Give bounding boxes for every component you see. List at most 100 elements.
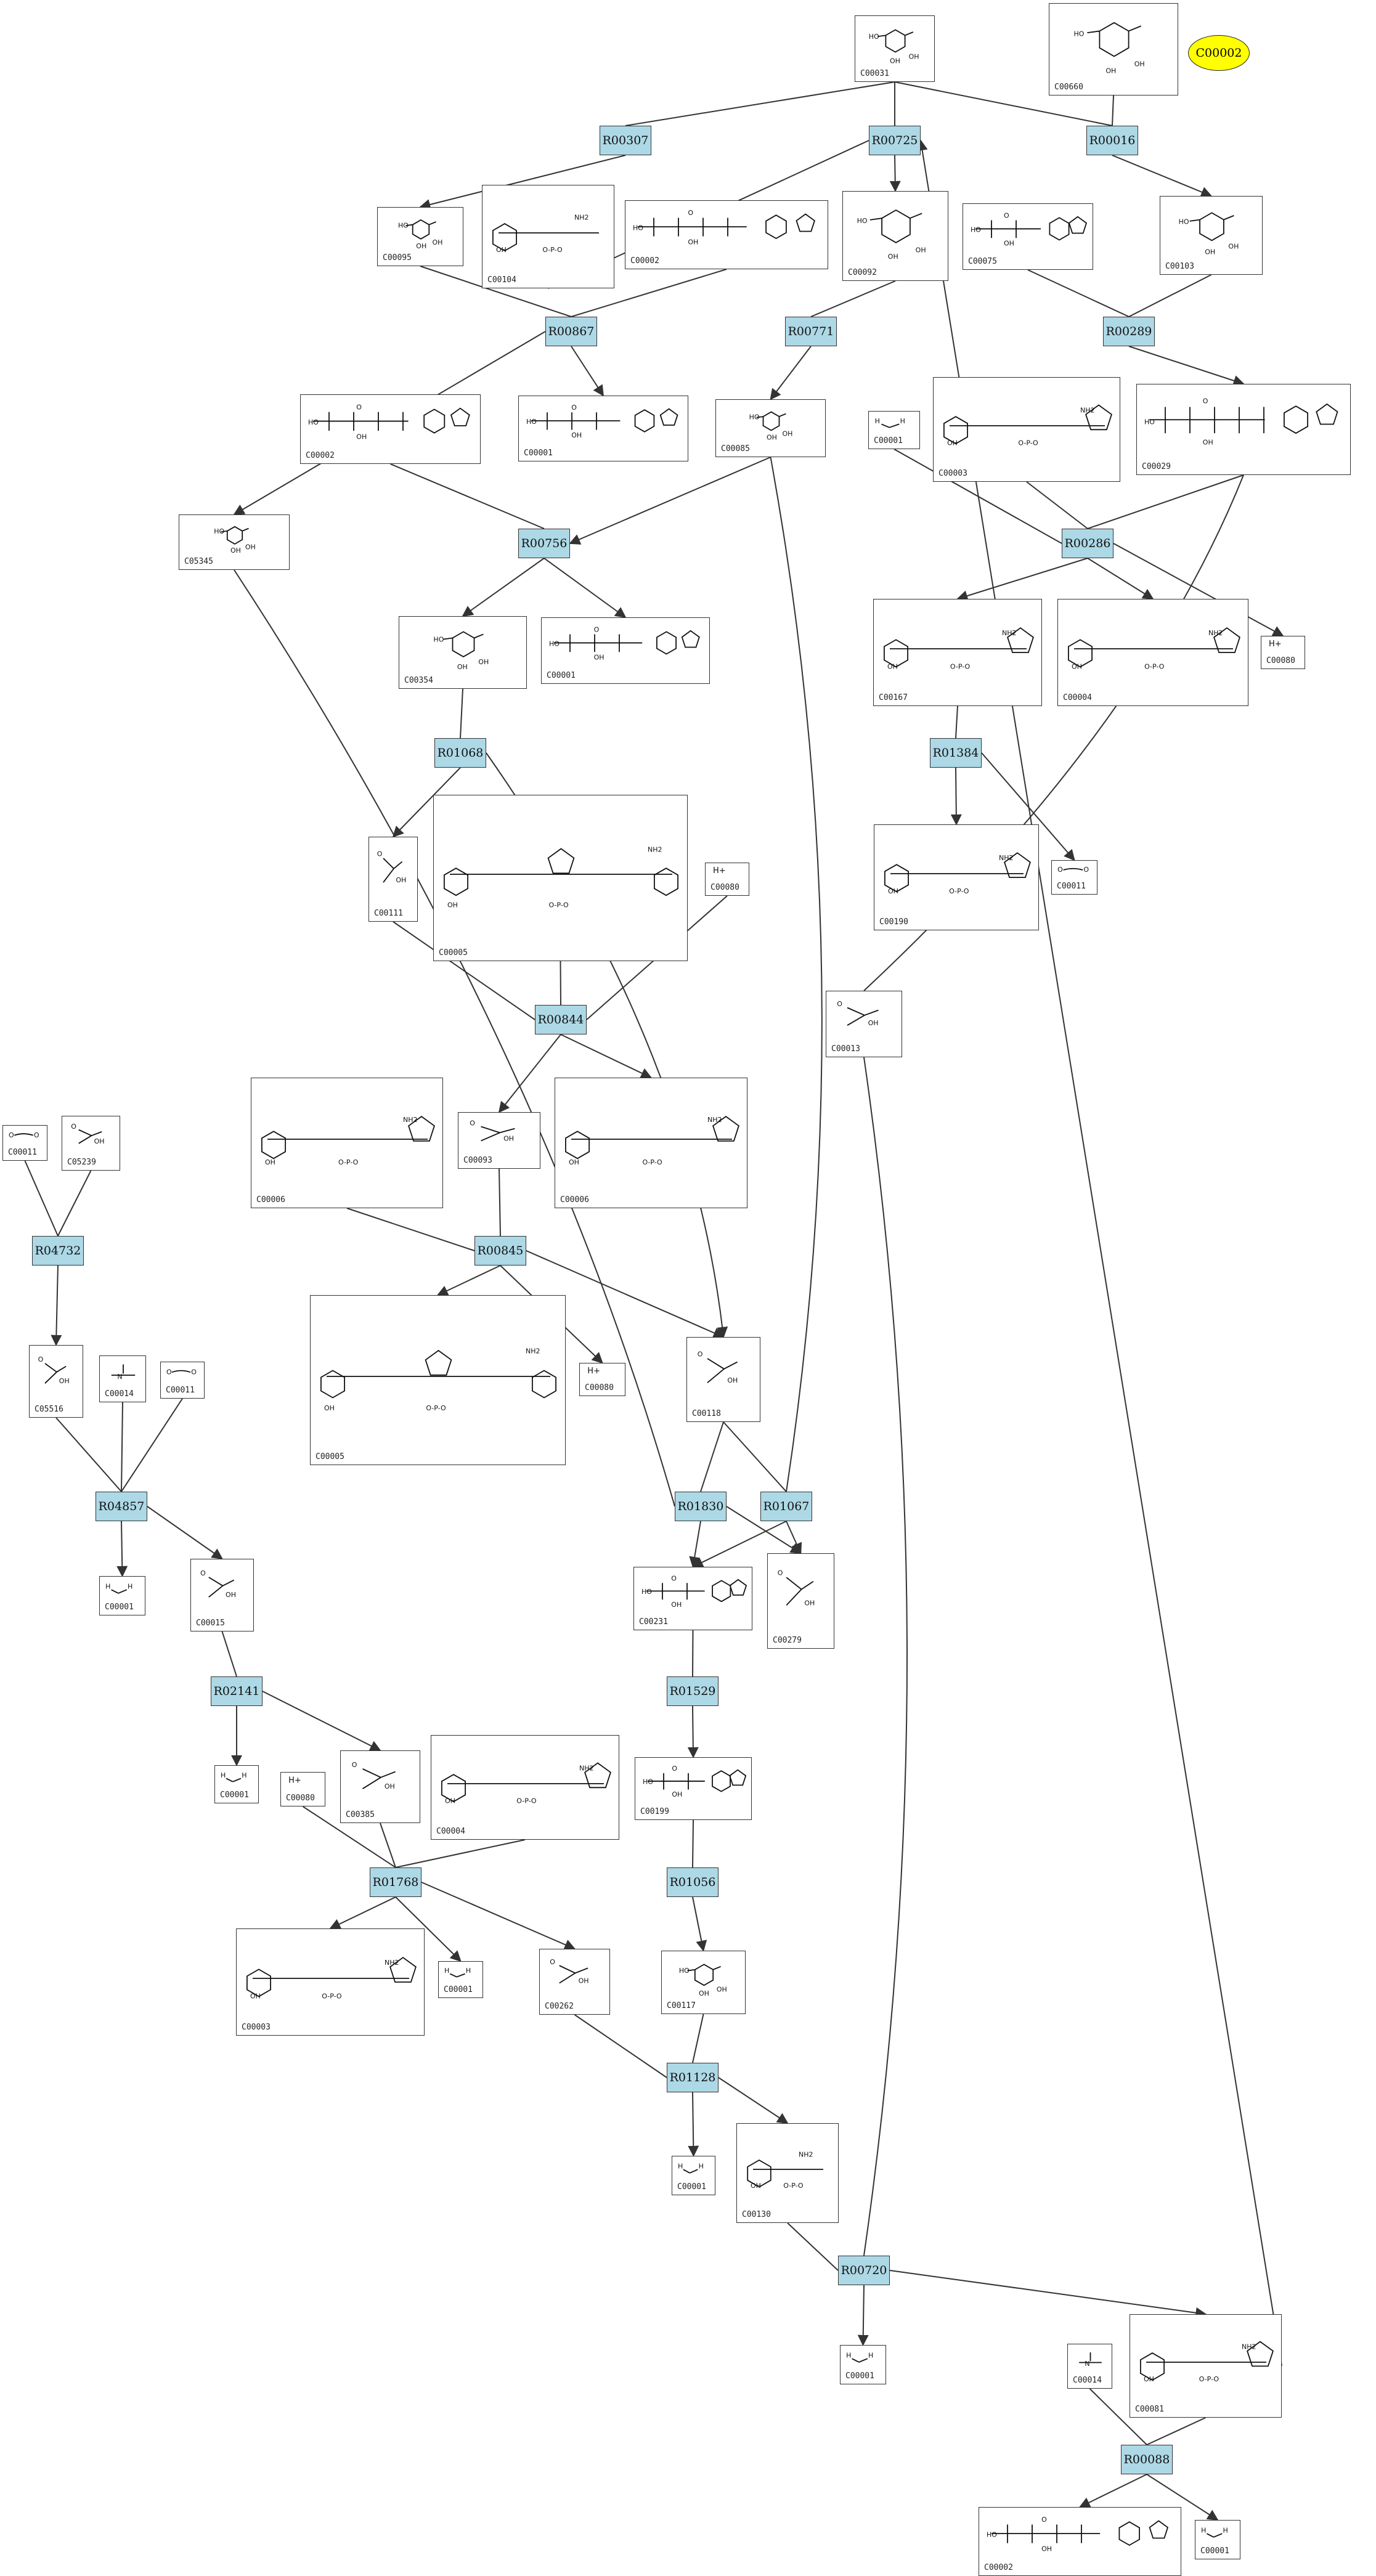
reaction-edge	[329, 1896, 396, 1930]
reaction-edge	[889, 2270, 1207, 2318]
svg-text:OH: OH	[888, 253, 898, 261]
reaction-edge	[121, 1402, 123, 1492]
reaction-r00756[interactable]: R00756	[518, 529, 570, 558]
reaction-r00720[interactable]: R00720	[838, 2256, 890, 2285]
compound-id-label: C00660	[1054, 83, 1083, 92]
reaction-r04857[interactable]: R04857	[96, 1492, 147, 1521]
compound-c00080[interactable]: H+C00080	[705, 863, 749, 896]
reaction-r04732[interactable]: R04732	[32, 1236, 84, 1266]
compound-c00080[interactable]: H+C00080	[1261, 636, 1305, 669]
compound-id-label: C00075	[968, 257, 997, 266]
compound-c00080[interactable]: H+C00080	[579, 1363, 625, 1396]
reaction-r00845[interactable]: R00845	[474, 1236, 526, 1266]
reaction-r01529[interactable]: R01529	[667, 1676, 719, 1706]
svg-text:H+: H+	[713, 867, 726, 876]
reaction-r00725[interactable]: R00725	[869, 126, 921, 155]
reaction-r00771[interactable]: R00771	[785, 317, 837, 346]
reaction-r00867[interactable]: R00867	[545, 317, 597, 346]
compound-id-label: C00015	[196, 1619, 225, 1628]
reaction-r01067[interactable]: R01067	[760, 1492, 812, 1521]
reaction-r01128[interactable]: R01128	[667, 2063, 719, 2092]
reaction-label: R00286	[1064, 537, 1111, 550]
reaction-r02141[interactable]: R02141	[211, 1676, 263, 1706]
svg-text:OH: OH	[226, 1591, 236, 1599]
compound-id-label: C00081	[1135, 2405, 1164, 2414]
svg-text:O: O	[778, 1569, 783, 1577]
reaction-r00844[interactable]: R00844	[535, 1005, 587, 1034]
reaction-r01068[interactable]: R01068	[434, 738, 486, 768]
reaction-r00088[interactable]: R00088	[1121, 2445, 1173, 2474]
svg-text:NH2: NH2	[1242, 2343, 1256, 2351]
reaction-r00307[interactable]: R00307	[600, 126, 651, 155]
reaction-r00016[interactable]: R00016	[1086, 126, 1138, 155]
highlighted-compound[interactable]: C00002	[1188, 35, 1250, 71]
compound-id-label: C00190	[879, 917, 908, 927]
reaction-edge	[1026, 481, 1088, 529]
reaction-r01384[interactable]: R01384	[930, 738, 982, 768]
reaction-edge	[863, 1057, 908, 2256]
reaction-r01768[interactable]: R01768	[370, 1867, 421, 1897]
reaction-r01056[interactable]: R01056	[667, 1867, 719, 1897]
compound-c00080[interactable]: H+C00080	[280, 1772, 325, 1806]
reaction-edge	[1087, 558, 1154, 599]
reaction-r00289[interactable]: R00289	[1103, 317, 1155, 346]
reaction-r01830[interactable]: R01830	[675, 1492, 727, 1521]
reaction-r00286[interactable]: R00286	[1062, 529, 1113, 558]
compound-id-label: C00001	[444, 1985, 473, 1994]
